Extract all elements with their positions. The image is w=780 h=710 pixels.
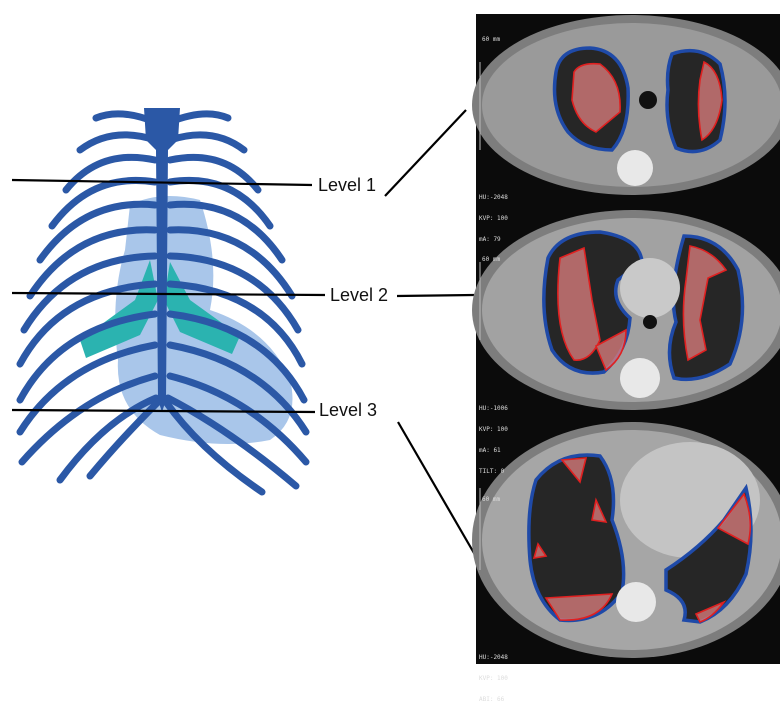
- ct-panel-3: [472, 420, 780, 664]
- ct-2-overlay-line: TILT: 0: [479, 468, 508, 475]
- vertebra-1: [617, 150, 653, 186]
- trachea-2: [643, 315, 657, 329]
- ct-3-overlay-line: HU:-2048: [479, 654, 508, 661]
- level-3-label: Level 3: [319, 400, 377, 421]
- ct-3-scale-label: 60 mm: [482, 496, 500, 503]
- ct-1-overlay-line: HU:-2048: [479, 194, 508, 201]
- level-3-connector: [398, 422, 478, 560]
- vertebra-2: [620, 358, 660, 398]
- lung-levels-diagram: [0, 0, 780, 664]
- level-2-connector: [397, 295, 474, 296]
- ct-3-overlay: HU:-2048 KVP: 100 ABI: 66: [479, 640, 508, 710]
- rib-cage-illustration: [20, 108, 306, 492]
- rib-right-2: [170, 135, 244, 150]
- ct-3-overlay-line: ABI: 66: [479, 696, 508, 703]
- ct-2-scale-label: 60 mm: [482, 256, 500, 263]
- ct-panel-1: [472, 14, 780, 204]
- level-1-label: Level 1: [318, 175, 376, 196]
- ct-2-overlay-line: mA: 61: [479, 447, 508, 454]
- connector-lines: [385, 110, 478, 560]
- level-2-line: [12, 293, 325, 295]
- level-1-connector: [385, 110, 466, 196]
- ct-1-overlay-line: mA: 79: [479, 236, 508, 243]
- ct-1-overlay: HU:-2048 KVP: 100 mA: 79: [479, 180, 508, 250]
- mediastinum-2: [620, 258, 680, 318]
- rib-left-2: [80, 135, 155, 150]
- vertebra-3: [616, 582, 656, 622]
- ct-2-overlay-line: HU:-1006: [479, 405, 508, 412]
- level-2-label: Level 2: [330, 285, 388, 306]
- trachea-1: [639, 91, 657, 109]
- ct-3-overlay-line: KVP: 100: [479, 675, 508, 682]
- ct-2-overlay: HU:-1006 KVP: 100 mA: 61 TILT: 0: [479, 391, 508, 482]
- ct-1-scale-label: 60 mm: [482, 36, 500, 43]
- ct-panel-2: [472, 204, 780, 420]
- ct-1-overlay-line: KVP: 100: [479, 215, 508, 222]
- ct-2-overlay-line: KVP: 100: [479, 426, 508, 433]
